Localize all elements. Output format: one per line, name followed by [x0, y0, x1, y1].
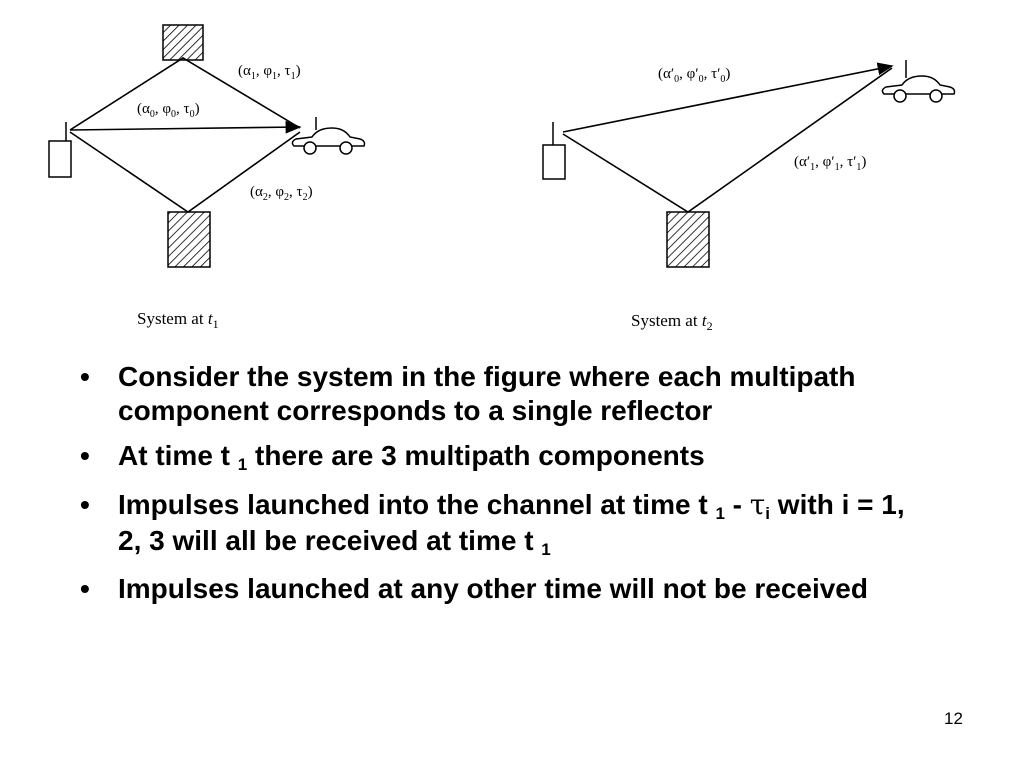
bullet-item: • Impulses launched into the channel at … [80, 488, 920, 561]
subscript: i [765, 503, 771, 523]
path-label-0-prime: (α′0, φ′0, τ′0) [658, 66, 730, 85]
car-icon [291, 117, 366, 155]
transmitter-icon [48, 122, 72, 178]
multipath-figure: (α1, φ1, τ1) (α0, φ0, τ0) (α2, φ2, τ2) S… [48, 24, 956, 333]
transmitter-icon [542, 122, 566, 180]
bullet-text: with i = 1, 2, 3 will all be received at… [118, 488, 905, 556]
subscript: 1 [237, 455, 248, 475]
path-1-prime [562, 67, 893, 213]
left-diagram: (α1, φ1, τ1) (α0, φ0, τ0) (α2, φ2, τ2) S… [48, 24, 366, 331]
path-label-0: (α0, φ0, τ0) [137, 101, 200, 120]
subscript: 1 [541, 539, 551, 559]
bullet-list: • Consider the system in the figure wher… [80, 360, 920, 618]
bullet-item: • Impulses launched at any other time wi… [80, 572, 920, 606]
reflector-bottom [666, 211, 710, 268]
reflector-top [162, 24, 204, 61]
bullet-text: Impulses launched at any other time will… [118, 573, 868, 605]
path-0-prime [562, 62, 894, 133]
path-1 [69, 57, 301, 131]
tau-symbol: τ [749, 487, 766, 521]
path-2 [69, 131, 301, 213]
caption-right: System at t2 [631, 311, 713, 333]
bullet-text: At time t [118, 440, 238, 472]
bullet-marker: • [80, 488, 90, 520]
bullet-item: • At time t 1 there are 3 multipath comp… [80, 439, 920, 475]
bullet-text: there are 3 multipath components [247, 440, 705, 472]
bullet-marker: • [80, 361, 90, 392]
path-label-1: (α1, φ1, τ1) [238, 63, 301, 82]
path-label-2: (α2, φ2, τ2) [250, 184, 313, 203]
bullet-text: Impulses launched into the channel at ti… [118, 488, 716, 520]
car-icon [881, 60, 956, 103]
page-number: 12 [944, 709, 963, 728]
bullet-text: Consider the system in the figure where … [118, 361, 856, 426]
right-diagram: (α′0, φ′0, τ′0) (α′1, φ′1, τ′1) System a… [542, 60, 956, 333]
bullet-text: - [724, 488, 750, 520]
bullet-item: • Consider the system in the figure wher… [80, 360, 920, 427]
path-label-1-prime: (α′1, φ′1, τ′1) [794, 154, 866, 173]
path-0 [69, 120, 302, 134]
bullet-marker: • [80, 440, 90, 472]
reflector-bottom [167, 211, 211, 268]
caption-left: System at t1 [137, 309, 219, 331]
subscript: 1 [715, 503, 725, 523]
bullet-marker: • [80, 573, 90, 605]
